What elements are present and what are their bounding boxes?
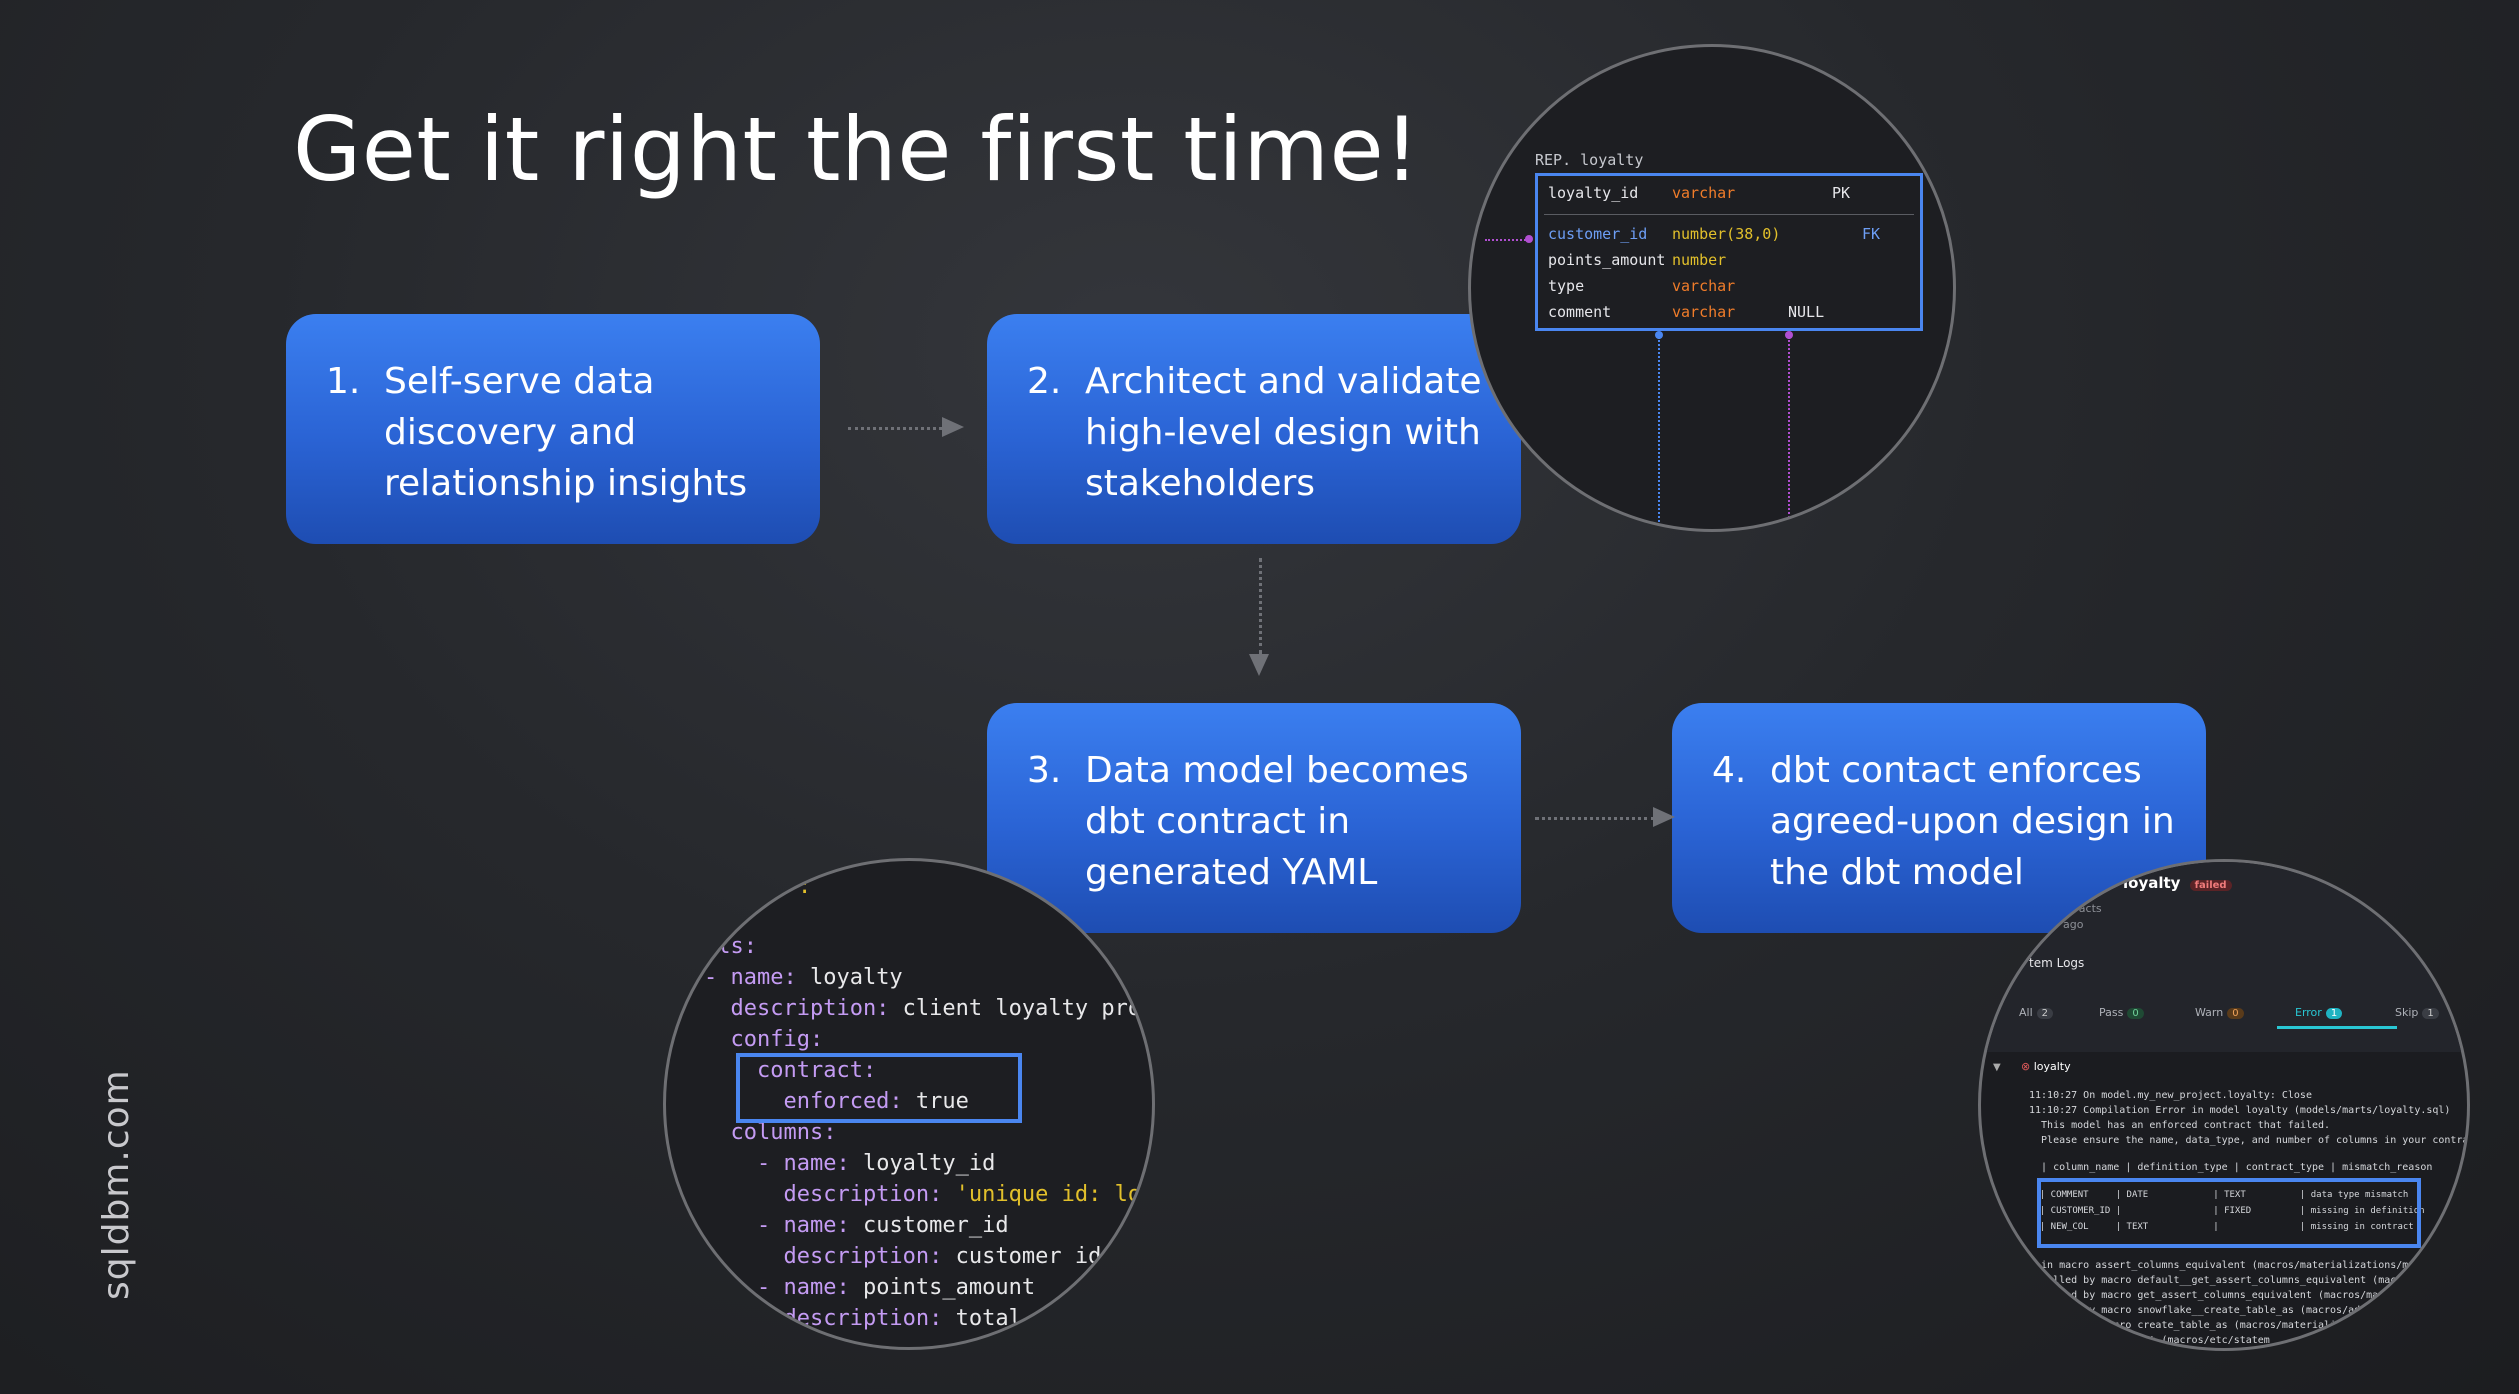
status-badge: failed — [2189, 880, 2232, 891]
step-text: Architect and validate high-level design… — [1085, 361, 1482, 504]
entity-name: REP. loyalty — [1535, 151, 1644, 169]
step-3-card: 3. Data model becomes dbt contract in ge… — [987, 703, 1521, 933]
fk-link-dots — [1485, 239, 1529, 241]
step-4-card: 4. dbt contact enforces agreed-upon desi… — [1672, 703, 2206, 933]
arrow-step2-to-step3 — [1249, 558, 1283, 678]
step-1-card: 1. Self-serve data discovery and relatio… — [286, 314, 820, 544]
brand-watermark: sqldbm.com — [96, 1069, 137, 1300]
run-header — [1981, 862, 2467, 1052]
entity-box: loyalty_id varchar PK customer_id number… — [1535, 173, 1923, 331]
step-number: 2. — [1027, 361, 1062, 402]
step-text: dbt contact enforces agreed-upon design … — [1770, 750, 2175, 893]
error-icon: ⊗ — [2021, 1060, 2031, 1073]
more-icon: ⋮ — [1905, 130, 1921, 149]
entity-zoom-circle: REP. loyalty loyalty_id varchar PK custo… — [1468, 44, 1956, 532]
section-title: tem Logs — [2029, 956, 2085, 970]
link-node — [1655, 331, 1663, 339]
log-line: called by macro create_table_as (macros/… — [2029, 1320, 2343, 1331]
contract-highlight-box — [736, 1053, 1022, 1123]
step-number: 4. — [1712, 750, 1747, 791]
entity-row: customer_id number(38,0) FK — [1548, 225, 1881, 243]
log-line: | CUSTOMER_ID | | FIXED | missing in def… — [2029, 1206, 2425, 1216]
step-number: 1. — [326, 361, 361, 402]
entity-row: loyalty_id varchar PK — [1548, 184, 1851, 202]
run-subtitle: ntracts — [2063, 902, 2102, 915]
entity-row: points_amount number — [1548, 251, 1727, 269]
entity-row: comment varchar NULL — [1548, 303, 1825, 321]
entity-row: type varchar — [1548, 277, 1736, 295]
step-text: Self-serve data discovery and relationsh… — [384, 361, 748, 504]
link-node — [1525, 235, 1533, 243]
step-number: 3. — [1027, 750, 1062, 791]
yaml-code: : els: - name: loyalty description: clie… — [704, 874, 1142, 1350]
log-line: in macro assert_columns_equivalent (macr… — [2029, 1260, 2415, 1271]
log-line: called by macro get_assert_columns_equiv… — [2029, 1290, 2385, 1301]
log-line: called by macro snowflake__create_table_… — [2029, 1305, 2367, 1316]
log-line: 11:10:27 Compilation Error in model loya… — [2029, 1105, 2451, 1116]
log-line: Please ensure the name, data_type, and n… — [2029, 1135, 2470, 1146]
arrow-step3-to-step4 — [1535, 807, 1675, 841]
relationship-line-purple — [1788, 337, 1790, 529]
log-line: called by statement (macros/etc/statem — [2029, 1335, 2270, 1346]
chevron-down-icon[interactable]: ▼ — [1993, 1062, 2001, 1073]
run-time: ago — [2063, 918, 2084, 931]
yaml-zoom-circle: : els: - name: loyalty description: clie… — [663, 858, 1155, 1350]
active-tab-underline — [2277, 1026, 2397, 1029]
log-line: This model has an enforced contract that… — [2029, 1120, 2331, 1131]
log-line: called by macro default__get_assert_colu… — [2029, 1275, 2409, 1286]
relationship-line-blue — [1658, 337, 1660, 529]
log-line: | column_name | definition_type | contra… — [2029, 1162, 2469, 1173]
step-2-card: 2. Architect and validate high-level des… — [987, 314, 1521, 544]
step-text: Data model becomes dbt contract in gener… — [1085, 750, 1469, 893]
log-line: 11:10:27 On model.my_new_project.loyalty… — [2029, 1090, 2312, 1101]
mismatch-highlight-box — [2037, 1178, 2421, 1248]
page-title: Get it right the first time! — [293, 98, 1420, 201]
arrow-step1-to-step2 — [848, 417, 968, 451]
log-node[interactable]: ⊗ loyalty — [2021, 1060, 2071, 1073]
log-line: | COMMENT | DATE | TEXT | data type mism… — [2029, 1190, 2409, 1200]
log-line: | NEW_COL | TEXT | | missing in contract — [2029, 1222, 2414, 1232]
link-node — [1785, 331, 1793, 339]
model-title: loyalty failed — [2123, 874, 2232, 892]
